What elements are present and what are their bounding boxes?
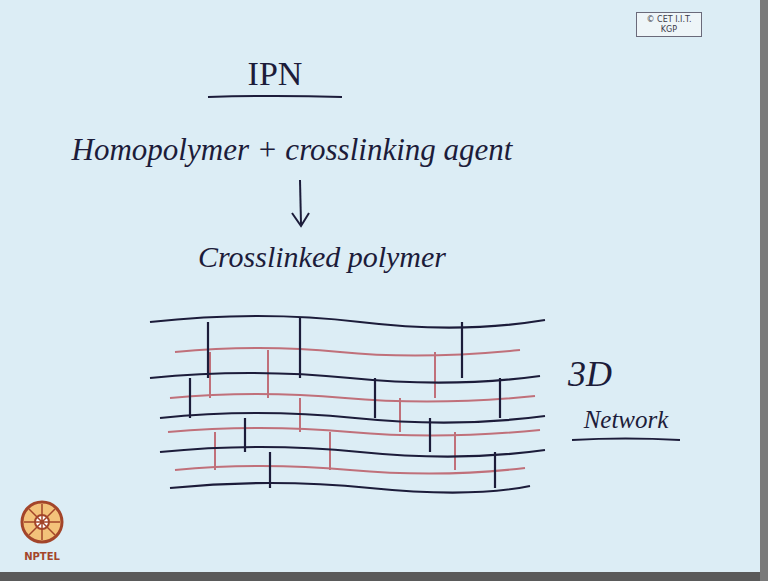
logo-box: © CET I.I.T. KGP [636,12,702,37]
network-label: 3D [568,354,612,395]
reaction-arrow [292,180,309,226]
reactants-text: Homopolymer + crosslinking agent [72,132,513,168]
network-label: Network [584,406,669,435]
slide-title: IPN [248,54,303,93]
underline [208,96,342,97]
nptel-logo [22,502,62,542]
frame-band [0,572,768,581]
logo-text: © CET I.I.T. KGP [641,15,697,34]
product-text: Crosslinked polymer [198,240,446,275]
black-chains [150,316,545,493]
underline [572,439,680,441]
frame-band [760,0,768,581]
logo-text: NPTEL [24,551,60,563]
